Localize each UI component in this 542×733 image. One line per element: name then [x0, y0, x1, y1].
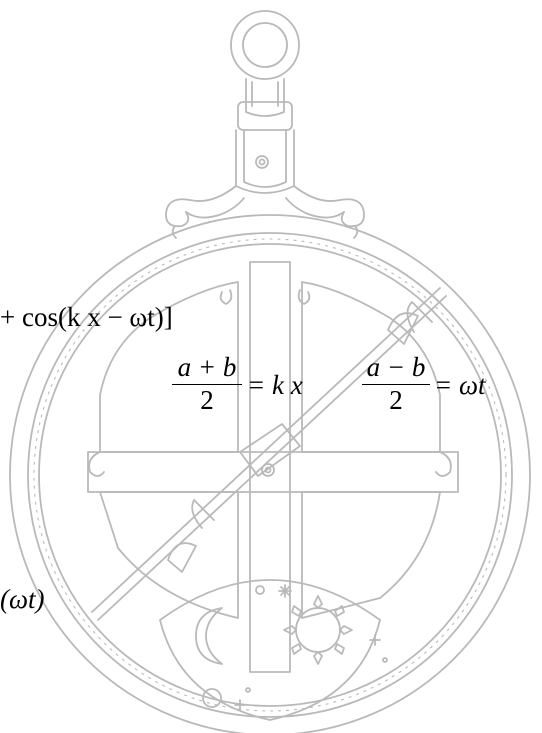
ring-icon [230, 10, 300, 80]
fraction-bar [172, 384, 242, 385]
equation-rhs-kx: = k x [247, 372, 303, 399]
outer-rim [9, 214, 531, 733]
degree-scale [33, 238, 507, 712]
moon-icon [195, 607, 223, 708]
star-icon [234, 584, 388, 711]
lower-window [159, 579, 381, 721]
fraction-denominator: 2 [389, 385, 403, 415]
equation-rhs-wt-text: = ωt [434, 370, 486, 400]
mater-cutouts [88, 281, 452, 619]
fraction-denominator: 2 [200, 385, 214, 415]
equation-top-right: + cos(k x − ωt)] [0, 304, 173, 331]
equation-bottom-left: (ωt) [0, 586, 45, 613]
fraction-a-minus-b: a − b 2 [362, 354, 430, 414]
fraction-numerator: a − b [366, 352, 426, 382]
equation-rhs-wt: = ωt [434, 372, 486, 399]
pin-plate [239, 423, 301, 477]
fraction-a-plus-b: a + b 2 [172, 354, 242, 414]
equation-rhs-kx-text: = k x [247, 370, 303, 400]
sun-icon [283, 595, 353, 665]
equation-top-right-text: + cos(k x − ωt)] [0, 302, 173, 332]
throne [165, 185, 365, 239]
alidade [91, 287, 447, 621]
cross-bars [87, 261, 459, 673]
fraction-numerator: a + b [177, 352, 237, 382]
equation-bottom-left-text: (ωt) [0, 584, 45, 614]
fraction-bar [362, 384, 430, 385]
shackle [235, 78, 295, 194]
